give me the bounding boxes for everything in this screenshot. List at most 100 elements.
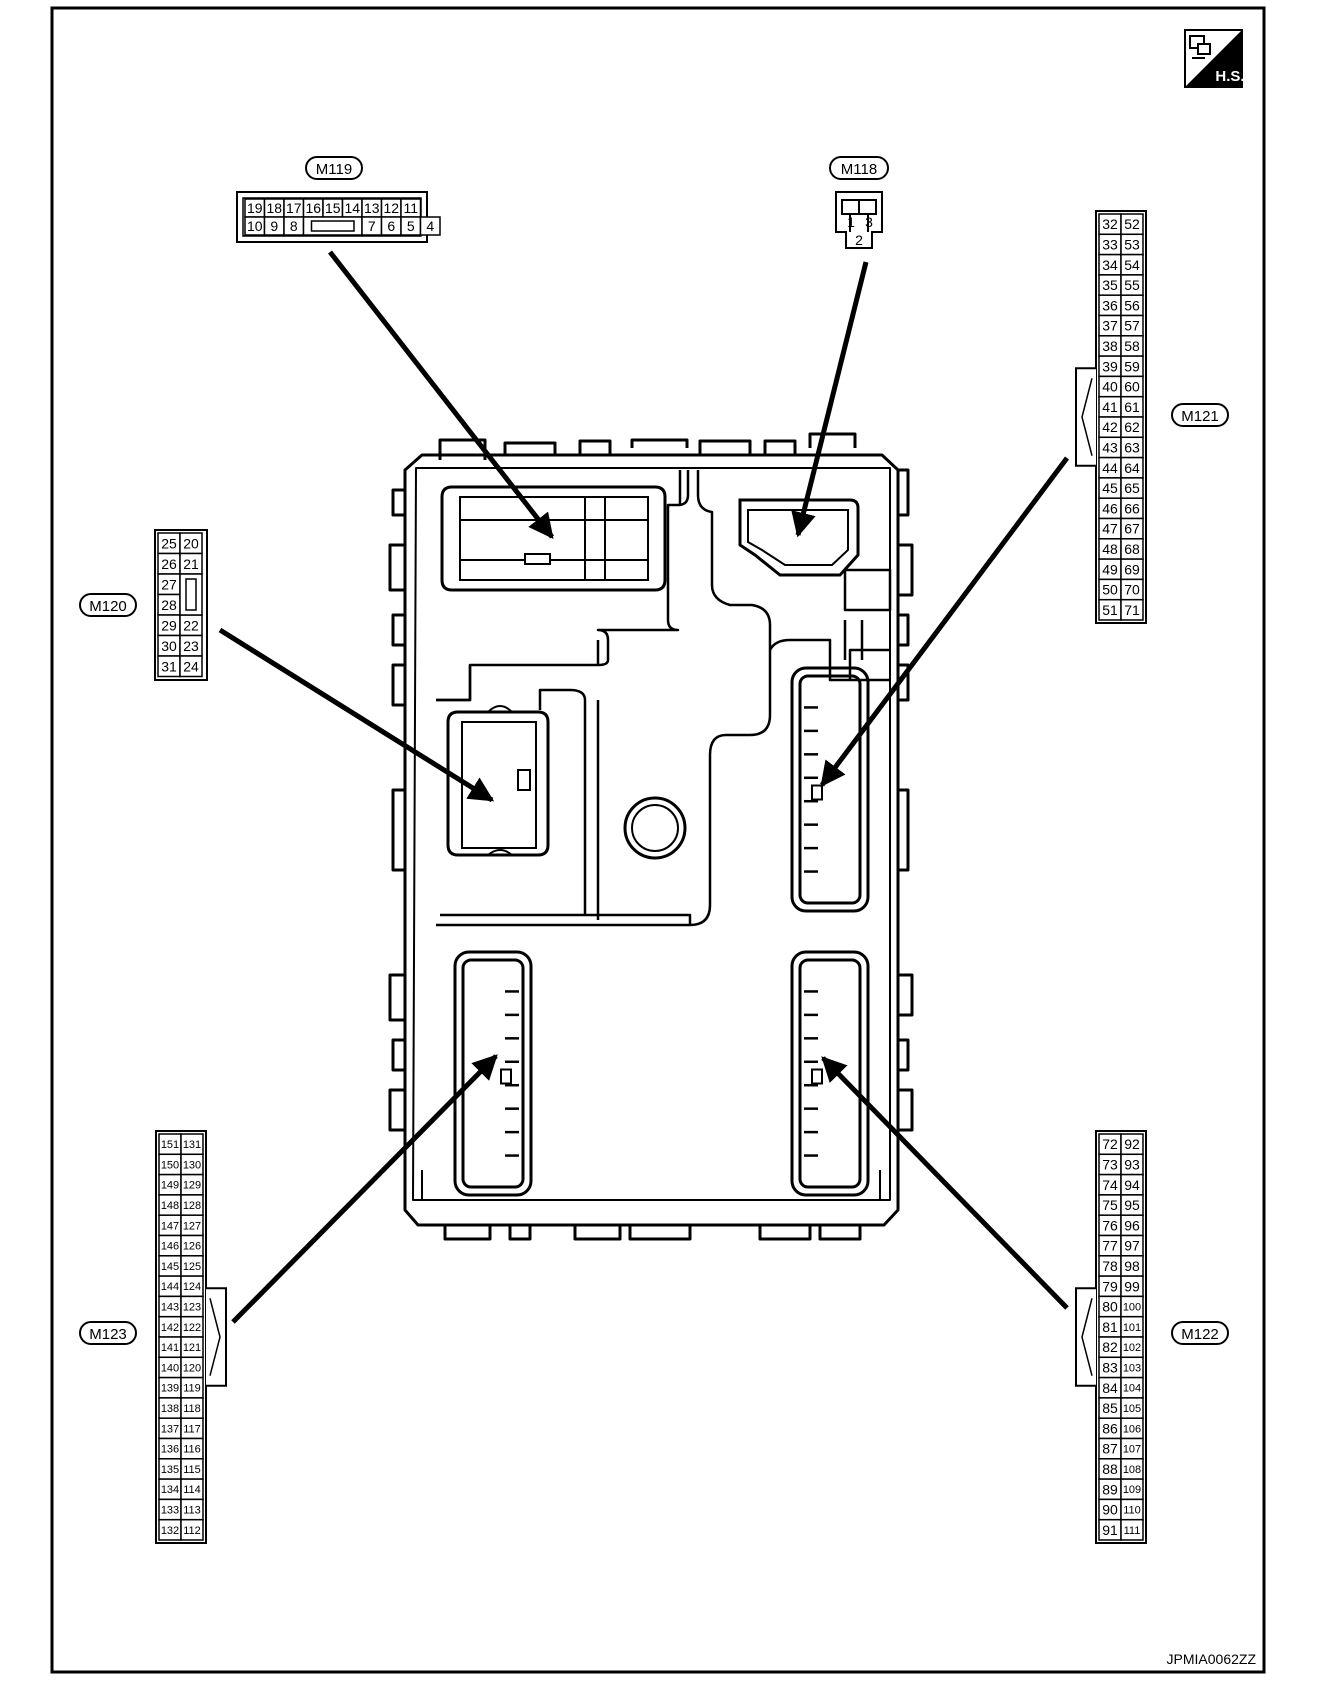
internal-channels (436, 470, 892, 927)
m121-pin-36: 36 (1102, 297, 1118, 313)
m122-latch (1075, 1287, 1096, 1387)
m123-pin-134: 134 (161, 1484, 179, 1496)
m122-pin-102: 102 (1123, 1342, 1141, 1354)
m121-pin-60: 60 (1124, 379, 1140, 395)
m122-socket (790, 950, 870, 1197)
m121-pin-49: 49 (1102, 561, 1118, 577)
m122-pin-106: 106 (1123, 1423, 1141, 1435)
m122-pin-74: 74 (1102, 1177, 1118, 1193)
sock-m122-outer (790, 950, 870, 1197)
m123-pin-122: 122 (183, 1322, 201, 1334)
m119-pin-15: 15 (325, 200, 341, 216)
m120-pin-31: 31 (161, 658, 177, 674)
m121-pin-43: 43 (1102, 439, 1118, 455)
m121-pin-41: 41 (1102, 399, 1118, 415)
m123-pin-143: 143 (161, 1302, 179, 1314)
m121-pin-48: 48 (1102, 541, 1118, 557)
m119-tag: M119 (305, 156, 363, 180)
arrow-m121 (819, 456, 1070, 788)
m121-pin-71: 71 (1124, 602, 1140, 618)
m123-pin-118: 118 (183, 1403, 201, 1415)
m121-pin-54: 54 (1124, 257, 1140, 273)
m121-pin-44: 44 (1102, 460, 1118, 476)
m121-pin-71-cell (1120, 598, 1144, 621)
arrow-m122 (821, 1056, 1069, 1310)
sock-m123-key (500, 1068, 512, 1085)
m123-pin-113: 113 (183, 1505, 201, 1517)
m121-socket (790, 666, 870, 913)
m121-pin-62: 62 (1124, 419, 1140, 435)
m121-pin-45: 45 (1102, 480, 1118, 496)
m122-pin-84: 84 (1102, 1380, 1118, 1396)
m122-pin-83: 83 (1102, 1359, 1118, 1375)
m118-pin-2: 2 (855, 232, 863, 248)
m123-pin-129: 129 (183, 1180, 201, 1192)
hs-badge: H.S. (1184, 29, 1245, 88)
m121-pin-58: 58 (1124, 338, 1140, 354)
mounting-hole-inner (631, 804, 679, 852)
m123-pin-145: 145 (161, 1261, 179, 1273)
m121-pin-50: 50 (1102, 582, 1118, 598)
m119-pin-18: 18 (266, 200, 282, 216)
arrow-m120 (218, 627, 495, 803)
m121-pin-38: 38 (1102, 338, 1118, 354)
m123-pin-136: 136 (161, 1444, 179, 1456)
m122-pin-76: 76 (1102, 1217, 1118, 1233)
m121-pin-65: 65 (1124, 480, 1140, 496)
m122-pin-87: 87 (1102, 1441, 1118, 1457)
m120-pin-22: 22 (183, 617, 199, 633)
m121-pin-69: 69 (1124, 561, 1140, 577)
m123-pin-115: 115 (183, 1464, 201, 1476)
mounting-hole (623, 796, 687, 860)
m120-label: M120 (89, 598, 127, 615)
m121-pin-40: 40 (1102, 379, 1118, 395)
m123-tag: M123 (79, 1321, 137, 1345)
m119-pin-7: 7 (368, 218, 376, 234)
m121-pin-68: 68 (1124, 541, 1140, 557)
m119-socket (440, 485, 667, 592)
m122-pin-110: 110 (1123, 1505, 1141, 1517)
m120-pin-20: 20 (183, 535, 199, 551)
m121-pin-66: 66 (1124, 500, 1140, 516)
m123-pin-126: 126 (183, 1241, 201, 1253)
m119-pin-17: 17 (286, 200, 302, 216)
m123-connector-face: M123 15115014914814714614514414314214114… (79, 1130, 227, 1544)
m120-pin-30: 30 (161, 638, 177, 654)
m119-key-slot (310, 220, 355, 232)
m122-pin-107: 107 (1123, 1444, 1141, 1456)
m123-pin-130: 130 (183, 1159, 201, 1171)
m120-pin-25: 25 (161, 535, 177, 551)
m121-pin-grid: 3233343536373839404142434445464748495051… (1075, 210, 1147, 624)
m123-pin-151: 151 (161, 1139, 179, 1151)
m122-pin-88: 88 (1102, 1461, 1118, 1477)
sock-m122-key (811, 1068, 823, 1085)
m122-pin-101: 101 (1123, 1322, 1141, 1334)
m121-pin-70: 70 (1124, 582, 1140, 598)
m122-pin-86: 86 (1102, 1420, 1118, 1436)
m118-pin-3: 3 (865, 214, 873, 230)
arrow-m119 (328, 250, 554, 539)
m123-pin-125: 125 (183, 1261, 201, 1273)
m123-pin-132: 132 (161, 1525, 179, 1537)
m122-pin-77: 77 (1102, 1238, 1118, 1254)
m119-pin-13: 13 (364, 200, 380, 216)
harness-icon (1189, 35, 1211, 59)
m120-pin-23: 23 (183, 638, 199, 654)
sock-m121-key (811, 784, 823, 801)
m123-pin-grid: 1511501491481471461451441431421411401391… (155, 1130, 227, 1544)
m122-pin-89: 89 (1102, 1481, 1118, 1497)
m123-pin-138: 138 (161, 1403, 179, 1415)
m120-pin-27: 27 (161, 576, 177, 592)
m122-pin-80: 80 (1102, 1299, 1118, 1315)
m121-pin-64: 64 (1124, 460, 1140, 476)
m122-pin-105: 105 (1123, 1403, 1141, 1415)
m121-pin-67: 67 (1124, 521, 1140, 537)
m123-pin-133: 133 (161, 1505, 179, 1517)
m120-pin-24: 24 (183, 658, 199, 674)
m119-pin-10: 10 (247, 218, 263, 234)
m121-pin-46: 46 (1102, 500, 1118, 516)
m119-pin-11: 11 (403, 200, 418, 216)
arrow-m123 (231, 1054, 498, 1324)
m123-pin-147: 147 (161, 1220, 179, 1232)
m123-pin-149: 149 (161, 1180, 179, 1192)
